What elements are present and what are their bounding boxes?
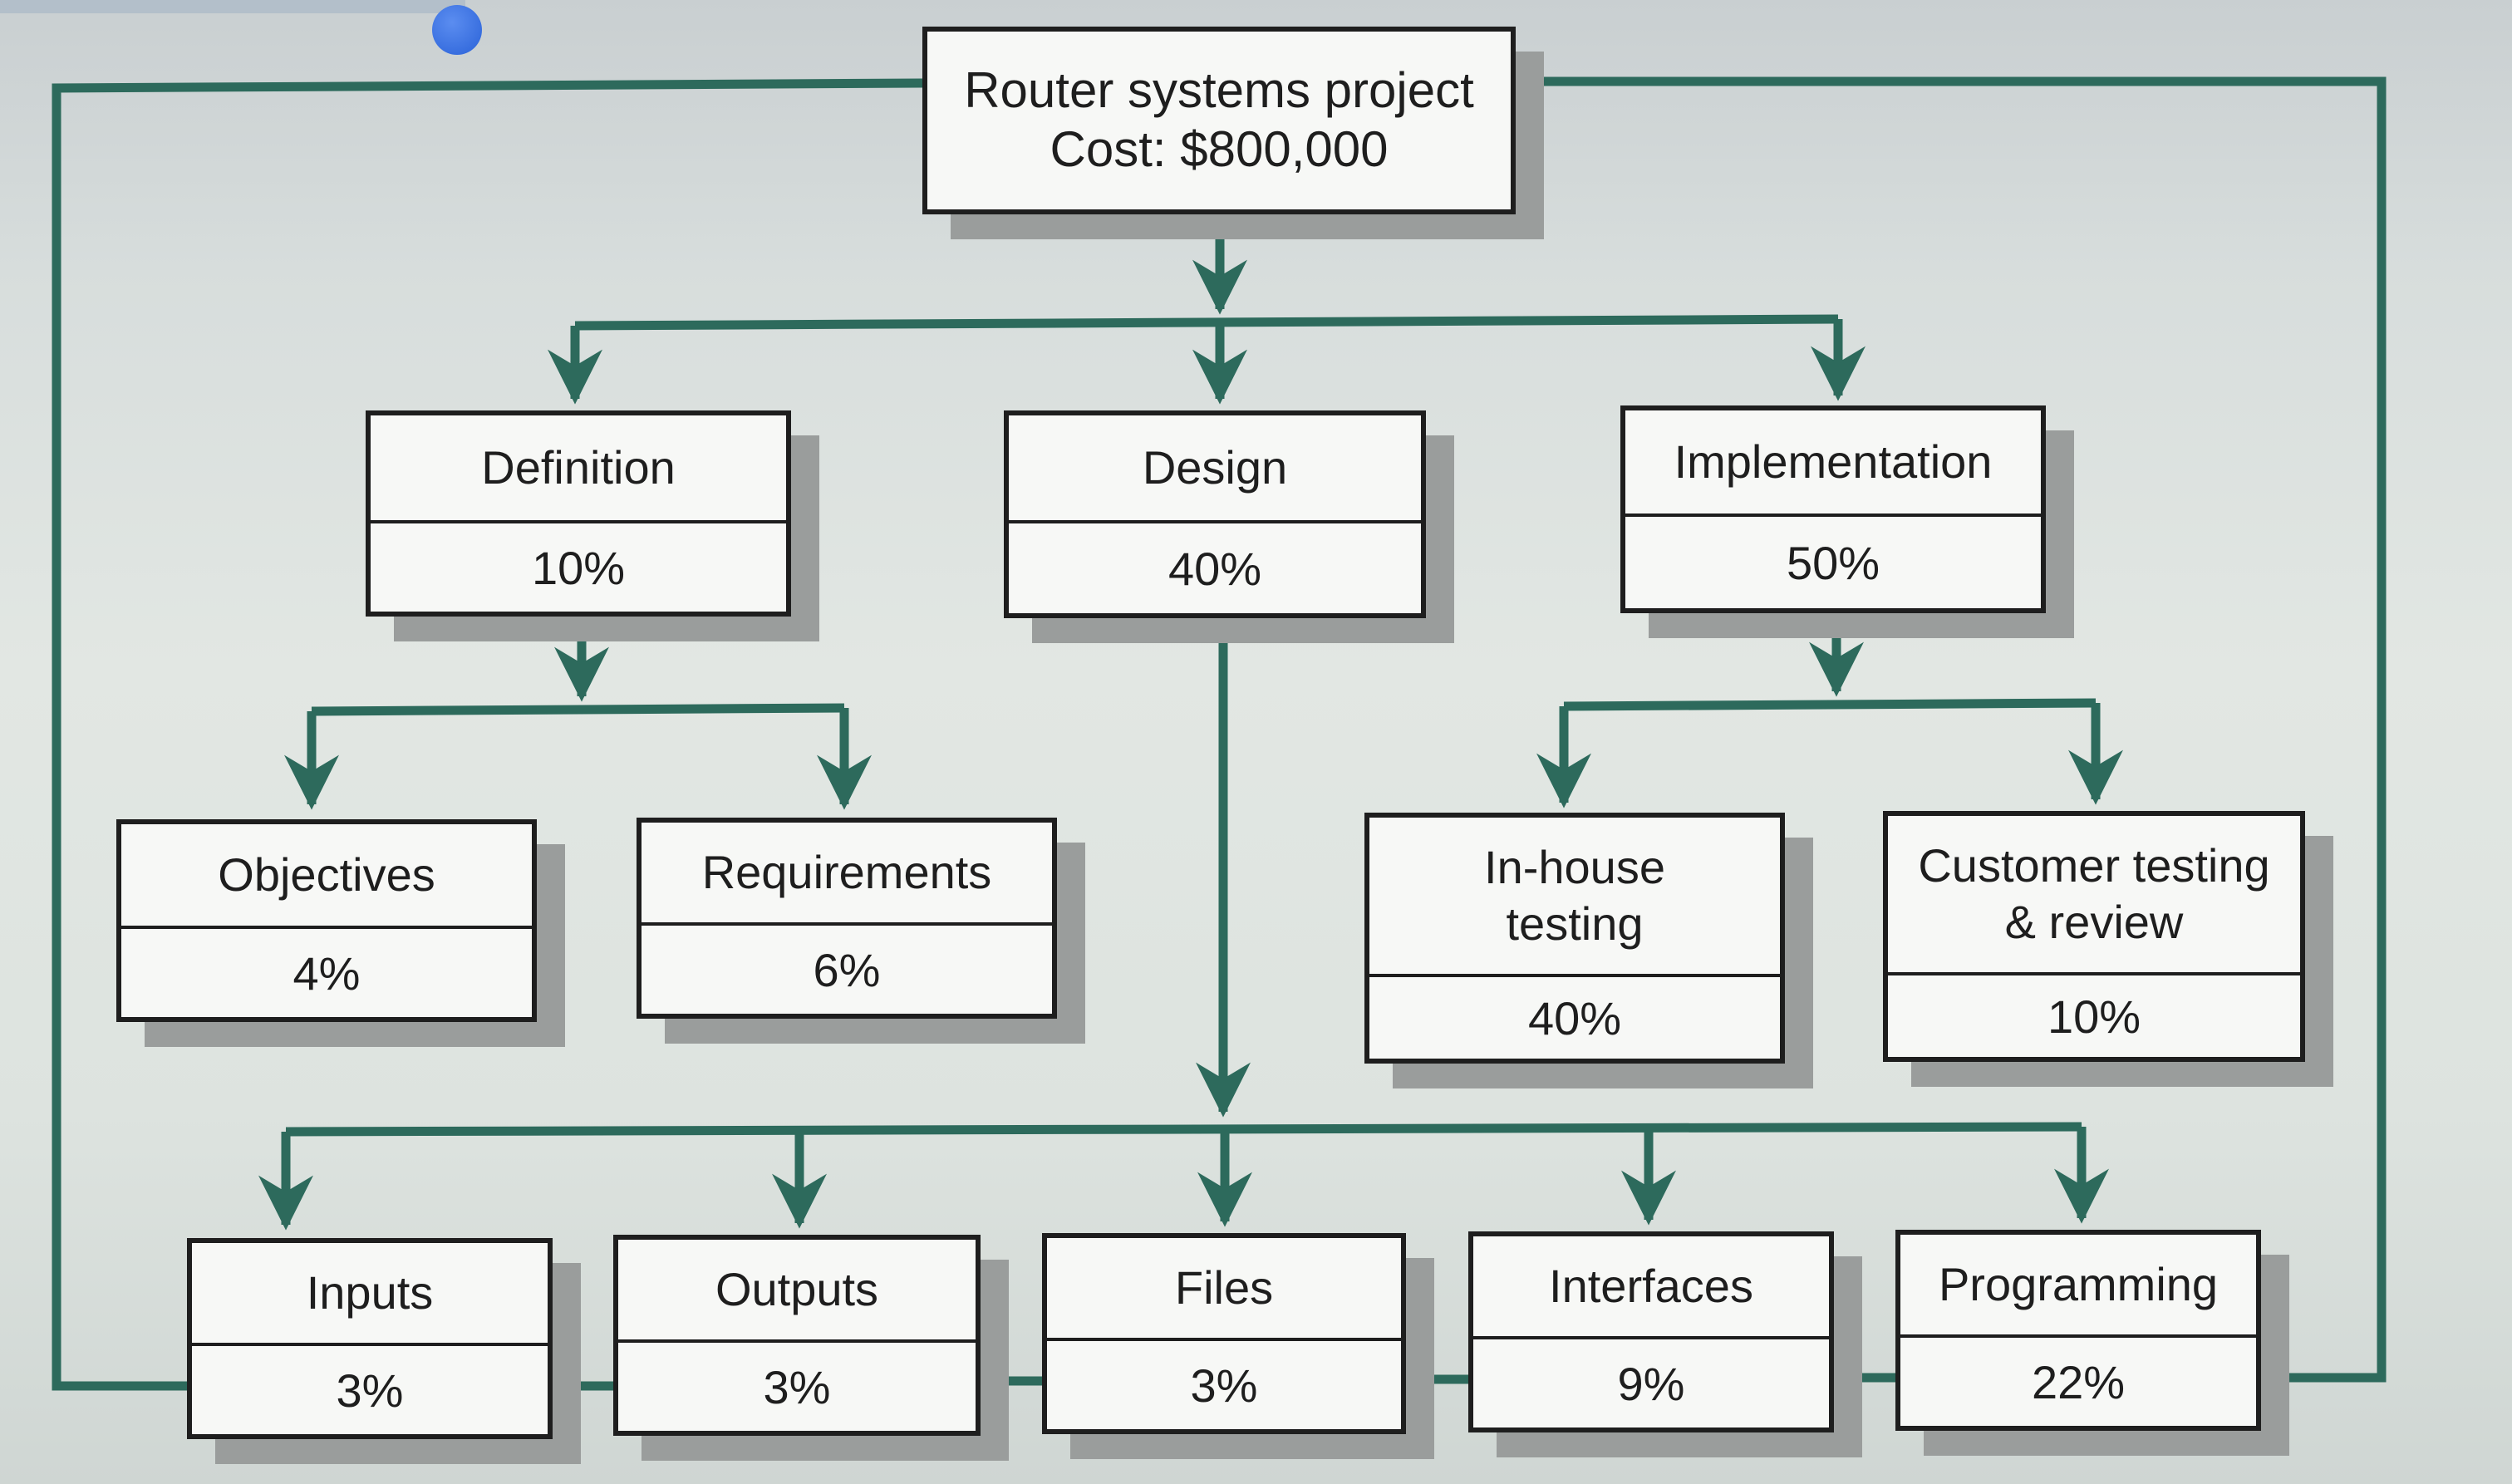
node-percent: 10% xyxy=(2047,990,2141,1043)
node-name: Outputs xyxy=(618,1240,976,1343)
node-inputs: Inputs 3% xyxy=(187,1238,553,1439)
node-files: Files 3% xyxy=(1042,1233,1406,1434)
node-percent: 50% xyxy=(1786,536,1880,589)
node-percent: 10% xyxy=(531,541,626,594)
node-customer-testing-review: Customer testing & review 10% xyxy=(1883,811,2305,1062)
node-percent: 3% xyxy=(763,1360,831,1413)
node-percent: 6% xyxy=(813,943,881,996)
outer-frame-right xyxy=(1539,76,2387,1383)
node-objectives: Objectives 4% xyxy=(116,819,537,1022)
implementation-bar xyxy=(1563,698,2097,711)
root-node: Router systems project Cost: $800,000 xyxy=(922,27,1516,214)
node-name: Inputs xyxy=(192,1243,548,1346)
node-name: Programming xyxy=(1900,1235,2256,1338)
level1-bar xyxy=(574,314,1839,331)
node-percent: 3% xyxy=(1190,1359,1258,1412)
node-definition: Definition 10% xyxy=(366,410,791,617)
node-percent: 3% xyxy=(336,1364,404,1417)
node-programming: Programming 22% xyxy=(1895,1230,2261,1431)
outer-frame-left xyxy=(52,78,923,1391)
node-percent: 22% xyxy=(2031,1355,2126,1408)
node-name: Design xyxy=(1009,415,1421,523)
node-percent: 40% xyxy=(1168,542,1262,595)
root-title: Router systems project xyxy=(964,62,1474,119)
node-name: Objectives xyxy=(121,824,532,929)
node-percent: 40% xyxy=(1527,991,1622,1044)
node-name: Requirements xyxy=(642,823,1052,926)
node-name: In-house testing xyxy=(1369,818,1780,977)
node-percent: 9% xyxy=(1617,1357,1685,1410)
browser-top-strip xyxy=(0,0,465,13)
cursor-dot-icon xyxy=(432,5,482,55)
root-cost: Cost: $800,000 xyxy=(1050,121,1389,177)
node-in-house-testing: In-house testing 40% xyxy=(1364,813,1785,1064)
node-name: Customer testing & review xyxy=(1888,816,2300,975)
node-name: Interfaces xyxy=(1473,1236,1829,1339)
node-design: Design 40% xyxy=(1004,410,1426,618)
node-name: Implementation xyxy=(1625,410,2041,517)
node-outputs: Outputs 3% xyxy=(613,1235,981,1436)
node-percent: 4% xyxy=(292,946,361,1000)
node-requirements: Requirements 6% xyxy=(637,818,1057,1019)
node-name: Files xyxy=(1047,1238,1401,1341)
definition-bar xyxy=(311,703,845,716)
node-interfaces: Interfaces 9% xyxy=(1468,1231,1834,1432)
node-implementation: Implementation 50% xyxy=(1620,405,2046,613)
node-name: Definition xyxy=(371,415,786,523)
design-bar xyxy=(285,1122,2082,1137)
